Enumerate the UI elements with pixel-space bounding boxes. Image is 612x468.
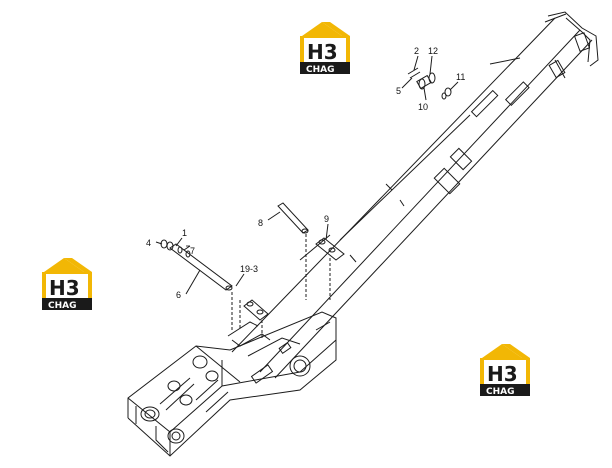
brand-logo-1: H3 CHAG	[300, 22, 350, 75]
brand-logo-2: H3 CHAG	[42, 258, 92, 311]
callout-10: 10	[418, 102, 428, 112]
callout-1: 1	[182, 228, 187, 238]
callout-9: 9	[324, 214, 329, 224]
logo-brand-text: H3	[487, 362, 518, 386]
boom-body	[231, 11, 599, 379]
callout-6: 6	[176, 290, 181, 300]
callout-8: 8	[258, 218, 263, 228]
callout-7: 7	[190, 246, 195, 256]
callout-2: 2	[414, 46, 419, 56]
part-group-middle	[239, 202, 345, 330]
logo-sub-text: CHAG	[48, 301, 77, 311]
callout-5: 5	[396, 86, 401, 96]
logo-brand-text: H3	[49, 276, 80, 300]
logo-sub-text: CHAG	[486, 387, 515, 397]
logo-sub-text: CHAG	[306, 65, 335, 75]
callout-19-3: 19-3	[240, 264, 258, 274]
callout-4: 4	[146, 238, 151, 248]
brand-logo-3: H3 CHAG	[480, 344, 530, 397]
logo-brand-text: H3	[307, 40, 338, 64]
part-group-upper	[401, 55, 459, 101]
callouts: 2 12 5 10 11 8 9 4 1 7 19-3 6	[146, 46, 465, 300]
callout-12: 12	[428, 46, 438, 56]
callout-11: 11	[456, 72, 465, 82]
boom-base	[127, 311, 337, 457]
part-group-lower	[155, 237, 269, 340]
